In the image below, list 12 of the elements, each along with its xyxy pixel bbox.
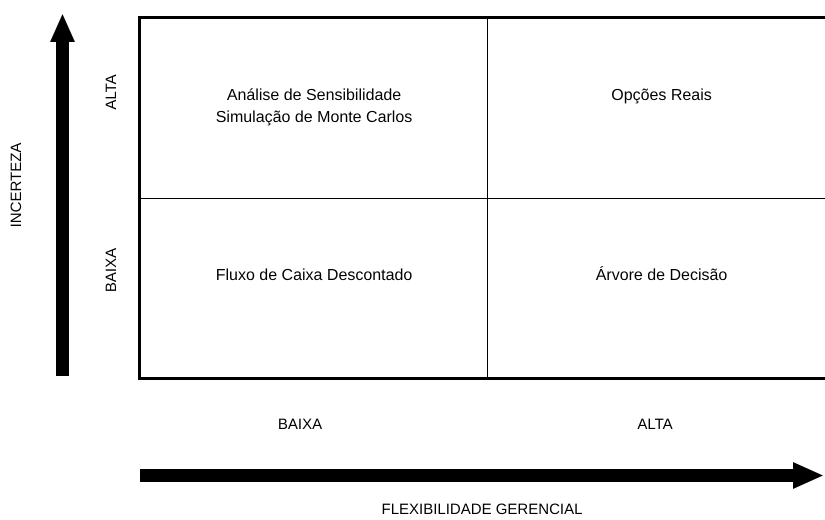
method-label: Fluxo de Caixa Descontado xyxy=(216,266,412,286)
axis-label: INCERTEZA xyxy=(8,142,26,228)
method-label: Árvore de Decisão xyxy=(596,265,728,286)
axis-label: ALTA xyxy=(103,74,121,110)
quadrant-cell xyxy=(141,19,488,199)
method-label: Opções Reais xyxy=(611,86,712,106)
axis-label: FLEXIBILIDADE GERENCIAL xyxy=(382,501,582,519)
axis-label: BAIXA xyxy=(103,248,121,292)
method-label: Simulação de Monte Carlos xyxy=(216,108,412,128)
axis-label: ALTA xyxy=(637,416,673,434)
method-label: Análise de Sensibilidade xyxy=(226,86,402,106)
axis-label: BAIXA xyxy=(278,416,322,434)
